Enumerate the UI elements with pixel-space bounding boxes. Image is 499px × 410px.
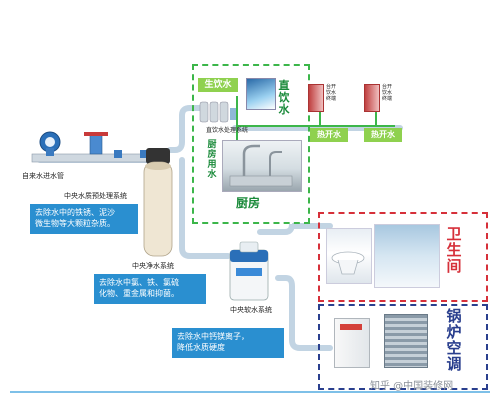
inlet-valve-assembly (31, 131, 151, 163)
hot-water-tag-2: 热开水 (364, 128, 402, 142)
softener-note: 去除水中钙镁离子， 降低水质硬度 (172, 328, 284, 358)
hot-terminal-2-label: 台开 饮水 终端 (382, 84, 393, 102)
bathroom-title-text: 卫生间 (446, 225, 462, 275)
direct-drink-text: 直饮水 (278, 79, 290, 116)
softener-down-pipe (275, 275, 333, 351)
bathroom-title: 卫生间 (446, 226, 462, 274)
purifier-tank (143, 148, 173, 257)
basin-graphic (331, 251, 365, 275)
bathroom-zone-border (318, 212, 488, 302)
hot-terminal-1-label: 台开 饮水 终端 (326, 84, 337, 102)
hot-terminal-2 (364, 84, 380, 112)
purifier-note: 去除水中氯、铁、氯硫 化物、重金属和抑菌。 (94, 274, 206, 304)
softener-unit (229, 241, 269, 301)
purifier-label: 中央净水系统 (132, 262, 174, 270)
kitchen-zone-border (192, 64, 310, 224)
bathtub-photo (374, 224, 440, 288)
pretreat-label: 中央水质预处理系统 (64, 192, 127, 200)
direct-drink-label: 直饮水 (278, 80, 290, 116)
direct-drink-filters (199, 101, 236, 123)
inlet-label: 自来水进水管 (22, 172, 64, 180)
softener-label: 中央软水系统 (230, 306, 272, 314)
ac-unit-photo (384, 314, 428, 368)
pretreat-note: 去除水中的铁锈、泥沙 微生物等大颗粒杂质。 (30, 204, 138, 234)
softener-to-bath-pipe (257, 223, 333, 235)
direct-ctrl-label: 直饮水处理系统 (206, 127, 249, 134)
hot-water-tag-1: 热开水 (310, 128, 348, 142)
kitchen-title: 厨房 (228, 196, 268, 210)
hot-terminal-1 (308, 84, 324, 112)
watermark: 知乎 @中国装修网 (370, 381, 454, 392)
purifier-up-pipe (167, 105, 203, 153)
boiler-title: 锅炉空调 (446, 308, 462, 372)
boiler-title-text: 锅炉空调 (446, 307, 462, 373)
kitchen-water-text: 厨房用水 (207, 140, 217, 180)
boiler-panel (340, 324, 362, 330)
faucet-photo (246, 78, 276, 110)
kitchen-water-label: 厨房用水 (206, 140, 218, 180)
kitchen-title-text: 厨房 (235, 196, 260, 210)
raw-drink-tag: 生饮水 (198, 78, 238, 92)
main-down-pipe (179, 157, 231, 259)
boiler-zone-border (318, 304, 488, 390)
sink-faucet-graphic (229, 144, 293, 187)
